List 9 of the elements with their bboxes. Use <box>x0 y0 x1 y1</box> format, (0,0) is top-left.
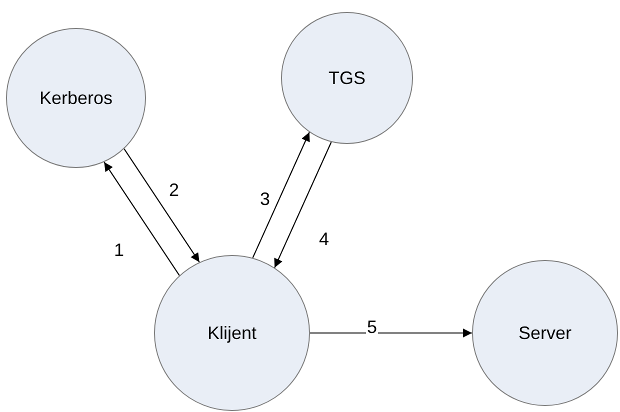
node-label: Server <box>518 322 572 344</box>
arrow <box>252 132 310 258</box>
arrow <box>310 328 472 338</box>
node-label: Kerberos <box>39 88 113 108</box>
arrow <box>124 148 200 262</box>
node-label: Klijent <box>207 322 257 344</box>
node-label: TGS <box>328 68 366 88</box>
arrow <box>104 162 180 276</box>
arrow <box>274 142 332 268</box>
